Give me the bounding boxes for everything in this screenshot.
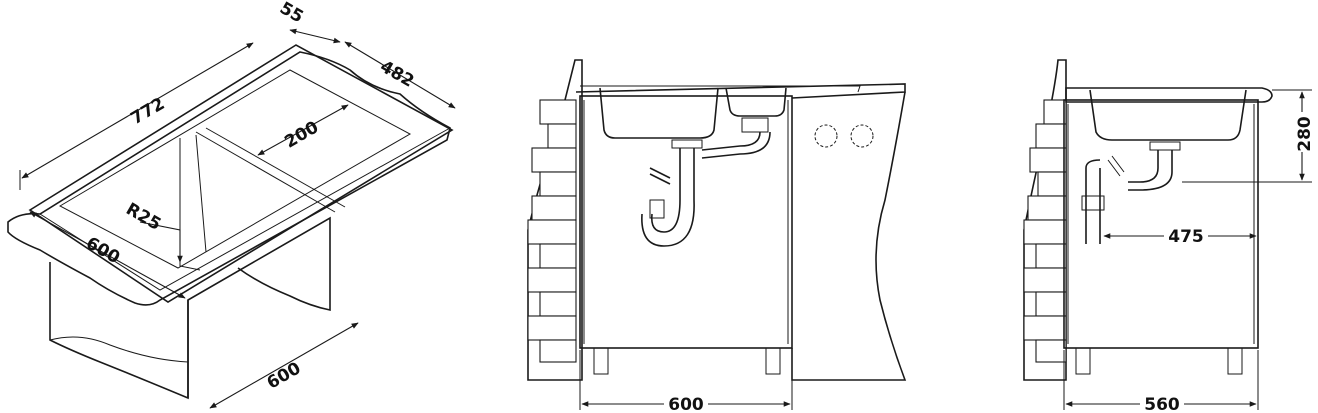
- dim-front-cabinet-width-label: 600: [668, 395, 704, 413]
- side-cabinet: [1063, 99, 1259, 349]
- dim-side-height-label: 280: [1295, 116, 1315, 152]
- countertop-slab: [7, 51, 451, 306]
- side-sink-bowl: [1089, 89, 1247, 141]
- dim-overhang-label: 55: [276, 0, 307, 27]
- dim-radius-label: R25: [122, 199, 164, 235]
- front-cabinet: [579, 95, 793, 349]
- dim-side-offset-label: 475: [1168, 227, 1204, 247]
- front-view: 600: [527, 59, 907, 413]
- dim-cabinet-label: 600: [264, 358, 305, 393]
- dim-depth-label: 482: [377, 57, 418, 92]
- side-view: 280 475 560: [1023, 59, 1315, 413]
- dim-side-cabinet-depth-label: 560: [1144, 395, 1180, 413]
- front-sink-bowl-main: [599, 87, 719, 139]
- dim-length-label: 772: [128, 94, 169, 129]
- sink-rim: [28, 44, 454, 303]
- isometric-view: 772 55 482 200 R25 600 600: [7, 0, 456, 409]
- cabinet-body: [49, 262, 189, 400]
- front-sink-bowl-small: [725, 87, 787, 117]
